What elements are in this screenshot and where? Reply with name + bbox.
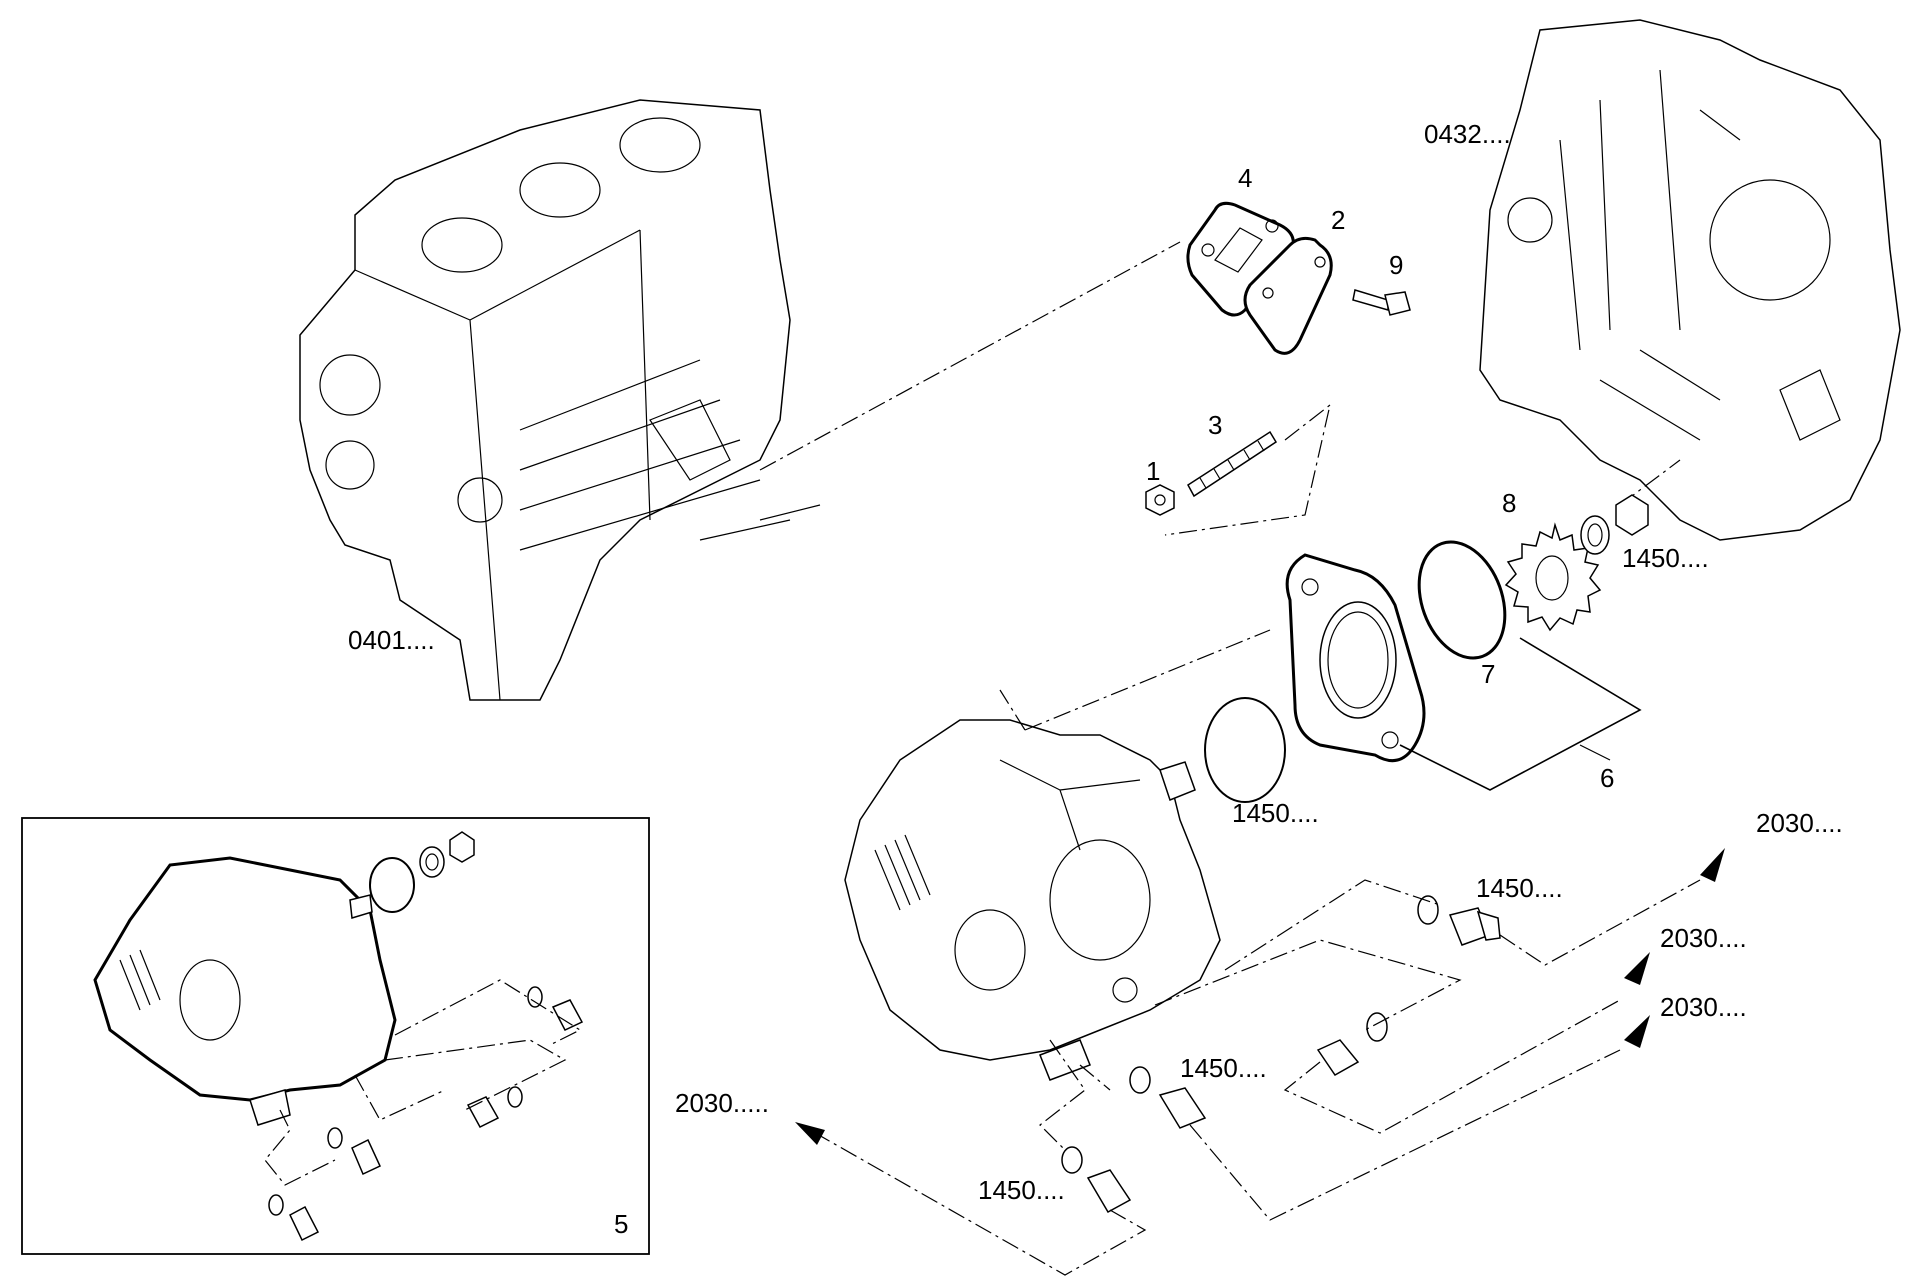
arrow-2030-b	[1624, 952, 1650, 985]
leader-pump-to-gasket	[999, 689, 1026, 731]
label-part-9: 9	[1389, 250, 1403, 280]
o-ring-1450-large[interactable]	[1204, 697, 1286, 803]
inset-washer[interactable]	[419, 846, 445, 878]
leader-fitting-a	[1224, 879, 1701, 971]
inset-frame	[21, 817, 650, 1255]
inset-o-ring-large[interactable]	[369, 857, 415, 913]
leader-pump-to-flange	[1024, 629, 1271, 731]
leader-block-to-gasket	[759, 241, 1181, 471]
leader-fitting-d	[809, 1039, 1147, 1276]
label-1450-fitting-a: 1450....	[1476, 873, 1563, 903]
label-part-5: 5	[614, 1209, 628, 1239]
fitting-d[interactable]	[1086, 1169, 1132, 1214]
washer-1450[interactable]	[1580, 515, 1610, 555]
inset-fittings[interactable]	[268, 986, 584, 1242]
o-ring-fitting-a[interactable]	[1417, 895, 1439, 925]
gear-part-8[interactable]	[1504, 522, 1602, 632]
arrow-2030-c	[1624, 1015, 1650, 1048]
label-part-8: 8	[1502, 488, 1516, 518]
label-0432: 0432....	[1424, 119, 1511, 149]
inset-pump[interactable]	[93, 856, 397, 1126]
inset-nut[interactable]	[449, 831, 475, 863]
label-part-2: 2	[1331, 205, 1345, 235]
o-ring-fitting-b[interactable]	[1366, 1012, 1388, 1042]
leader-stud	[1164, 403, 1331, 536]
o-ring-fitting-c[interactable]	[1129, 1066, 1151, 1094]
o-ring-part-7[interactable]	[1404, 530, 1520, 670]
inset-leaders	[264, 979, 582, 1186]
label-2030-c: 2030....	[1660, 992, 1747, 1022]
leader-fitting-c	[1079, 1049, 1621, 1221]
label-2030-b: 2030....	[1660, 923, 1747, 953]
cover-plate-part-2[interactable]	[1243, 236, 1333, 355]
label-0401: 0401....	[348, 625, 435, 655]
fitting-b[interactable]	[1316, 1039, 1360, 1076]
arrow-2030-d	[795, 1122, 825, 1145]
label-1450-o-ring: 1450....	[1232, 798, 1319, 828]
label-1450-nut: 1450....	[1622, 543, 1709, 573]
o-ring-fitting-d[interactable]	[1061, 1146, 1083, 1174]
label-2030-d: 2030.....	[675, 1088, 769, 1118]
leader-6	[1579, 744, 1611, 761]
leader-fitting-b	[1154, 939, 1621, 1134]
label-part-6: 6	[1600, 763, 1614, 793]
engine-block[interactable]	[299, 99, 821, 701]
fitting-a[interactable]	[1448, 907, 1501, 946]
arrow-2030-a	[1700, 848, 1725, 882]
label-part-3: 3	[1208, 410, 1222, 440]
label-1450-fitting-d: 1450....	[978, 1175, 1065, 1205]
label-1450-fitting-c: 1450....	[1180, 1053, 1267, 1083]
label-part-1: 1	[1146, 456, 1160, 486]
timing-cover[interactable]	[1479, 19, 1901, 541]
label-2030-a: 2030....	[1756, 808, 1843, 838]
callout-bracket-6	[1399, 637, 1642, 791]
nut-part-1[interactable]	[1145, 484, 1175, 516]
screw-part-9[interactable]	[1352, 289, 1411, 316]
stud-part-3[interactable]	[1187, 430, 1278, 498]
label-part-7: 7	[1481, 659, 1495, 689]
flange-part-6[interactable]	[1285, 553, 1426, 763]
label-part-4: 4	[1238, 163, 1252, 193]
nut-1450[interactable]	[1615, 494, 1649, 536]
high-pressure-pump[interactable]	[844, 719, 1221, 1081]
fitting-c[interactable]	[1158, 1087, 1207, 1129]
